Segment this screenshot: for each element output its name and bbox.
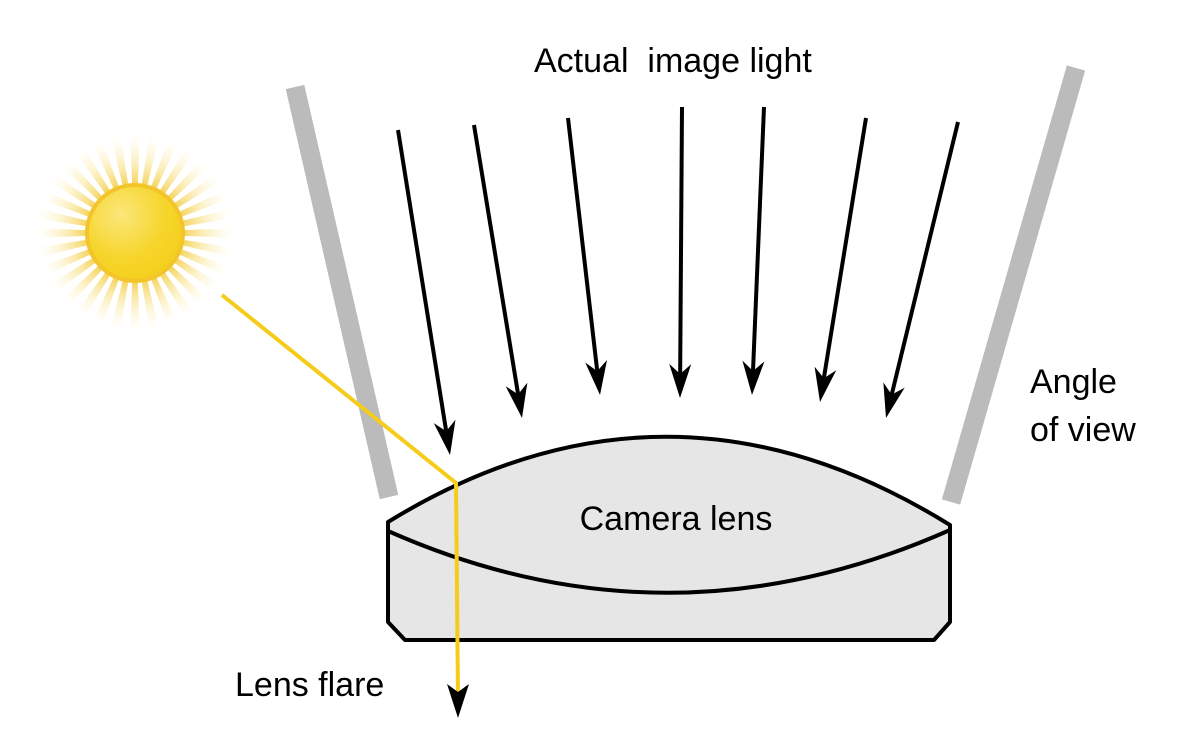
sun-ray <box>175 247 228 275</box>
camera-lens-label: Camera lens <box>580 500 773 538</box>
image-light-arrows <box>396 106 960 455</box>
arrowhead <box>433 419 456 455</box>
image-light-arrow <box>750 106 766 386</box>
arrowhead <box>883 382 905 418</box>
lens-bottom-curve <box>387 528 951 595</box>
arrowhead <box>585 359 608 395</box>
arrowhead <box>742 360 765 395</box>
image-light-arrow <box>819 117 868 393</box>
sun-ray <box>157 268 194 318</box>
sun-ray <box>50 174 100 211</box>
sun-ray <box>62 160 106 204</box>
sun-disc <box>89 187 181 279</box>
angle-of-view-label-line2: of view <box>1030 411 1136 449</box>
sun-ray <box>149 273 177 326</box>
sun-ray <box>76 148 113 198</box>
sun-ray <box>179 228 233 238</box>
sun-ray <box>164 160 208 204</box>
sun-ray <box>76 268 113 318</box>
sun-ray <box>164 262 208 306</box>
sun-ray <box>149 140 177 193</box>
sun-ray <box>175 191 228 219</box>
image-light-arrow <box>678 106 684 389</box>
sun-ray <box>50 255 100 292</box>
image-light-arrow <box>472 124 523 409</box>
angle-of-view-bar-right <box>941 65 1086 505</box>
lens-flare-ray <box>220 293 460 701</box>
image-light-arrow <box>566 117 601 386</box>
sun-ray <box>93 273 121 326</box>
sun-ray <box>42 191 95 219</box>
sun-ray <box>178 239 232 257</box>
arrowhead <box>669 363 692 398</box>
sun-ray <box>130 277 140 331</box>
sun-ray <box>178 209 232 227</box>
lens-flare-arrowhead <box>447 684 469 718</box>
sun-icon <box>37 135 233 331</box>
sun-ray <box>38 209 92 227</box>
sun-ray <box>62 262 106 306</box>
sun-ray <box>111 276 129 330</box>
arrowhead <box>814 366 837 402</box>
image-light-arrow <box>396 129 451 446</box>
sun-ray <box>157 148 194 198</box>
sun-ray <box>93 140 121 193</box>
image-light-arrow <box>886 121 960 409</box>
sun-rays <box>37 135 233 331</box>
sun-ray <box>141 136 159 190</box>
sun-ray <box>170 255 220 292</box>
sun-ray <box>141 276 159 330</box>
angle-of-view-bar-left <box>285 84 399 500</box>
sun-ray <box>170 174 220 211</box>
arrowhead <box>505 382 528 418</box>
lens-body <box>386 434 952 642</box>
lens-flare-label: Lens flare <box>235 666 384 704</box>
camera-lens <box>386 434 952 642</box>
sun-ray <box>38 239 92 257</box>
sun-ray <box>130 135 140 189</box>
sun-ray <box>111 136 129 190</box>
sun-ray <box>42 247 95 275</box>
sun-ray <box>37 228 91 238</box>
angle-of-view-label-line1: Angle <box>1030 363 1117 401</box>
actual-image-light-label: Actual image light <box>534 42 812 80</box>
